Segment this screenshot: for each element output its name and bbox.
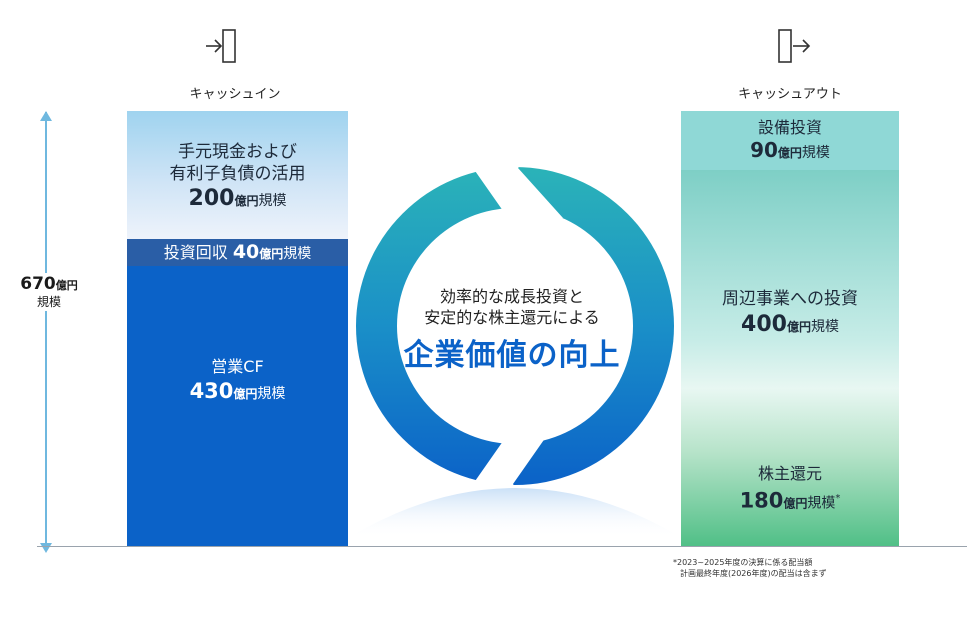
cycle-notch-top [473, 118, 563, 218]
total-value: 670 [20, 274, 56, 294]
cash-out-middle-scale: 規模 [810, 319, 839, 335]
cash-in-bottom-label: 営業CF [211, 357, 264, 376]
cash-in-bottom-value: 430 [189, 379, 234, 403]
cash-out-heading: キャッシュアウト [738, 87, 842, 102]
cash-in-bottom-segment: 営業CF 430億円規模 [127, 266, 348, 547]
exit-icon [775, 26, 815, 66]
cash-out-top-segment: 設備投資 90億円規模 [681, 111, 899, 170]
cash-in-middle-unit: 億円 [259, 247, 284, 261]
cash-in-middle-value: 40 [232, 241, 260, 263]
center-headline: 企業価値の向上 [403, 338, 621, 373]
cash-out-middle-block: 周辺事業への投資 400億円規模 [681, 288, 899, 342]
center-line2: 安定的な株主還元による [424, 308, 600, 327]
total-label: 670億円 規模 [4, 273, 94, 311]
cash-out-bottom-unit: 億円 [783, 496, 808, 511]
cash-out-bottom-value: 180 [739, 488, 784, 513]
total-scale: 規模 [36, 295, 61, 309]
cash-out-top-value: 90 [750, 138, 778, 162]
cash-in-top-segment: 手元現金および 有利子負債の活用 200億円規模 [127, 111, 348, 239]
axis-arrow-bottom [40, 538, 52, 557]
cash-out-middle-value: 400 [741, 312, 787, 337]
footnote-line2: 計画最終年度(2026年度)の配当は含まず [680, 569, 827, 578]
center-line1: 効率的な成長投資と [439, 287, 584, 306]
cash-in-column: 手元現金および 有利子負債の活用 200億円規模 投資回収 40億円規模 営業C… [127, 111, 348, 547]
center-message: 効率的な成長投資と 安定的な株主還元による 企業価値の向上 [377, 286, 647, 374]
cash-out-bottom-mark: * [835, 493, 841, 504]
cycle-reflection [348, 488, 682, 538]
cash-out-top-scale: 規模 [801, 145, 830, 161]
cash-in-top-value: 200 [188, 186, 235, 211]
cash-out-bottom-scale: 規模 [807, 495, 836, 512]
total-unit: 億円 [55, 279, 78, 292]
axis-arrow-top [40, 106, 52, 125]
cash-out-middle-label: 周辺事業への投資 [722, 289, 858, 309]
cash-out-top-unit: 億円 [777, 146, 802, 160]
total-axis-line [45, 112, 47, 544]
cash-in-top-line2: 有利子負債の活用 [169, 164, 306, 184]
cash-in-middle-segment: 投資回収 40億円規模 [127, 239, 348, 266]
cash-in-heading: キャッシュイン [189, 87, 281, 102]
cash-in-top-unit: 億円 [234, 194, 259, 208]
cash-in-middle-scale: 規模 [283, 246, 312, 262]
cash-in-top-scale: 規模 [258, 193, 287, 209]
footnote: *2023~2025年度の決算に係る配当額 計画最終年度(2026年度)の配当は… [673, 557, 827, 579]
enter-icon [203, 26, 239, 66]
cash-in-bottom-unit: 億円 [233, 387, 258, 401]
footnote-line1: *2023~2025年度の決算に係る配当額 [673, 558, 813, 567]
cash-in-top-line1: 手元現金および [178, 142, 297, 162]
cash-out-bottom-label: 株主還元 [757, 464, 822, 483]
cash-out-bottom-block: 株主還元 180億円規模* [681, 463, 899, 517]
cash-out-middle-unit: 億円 [786, 320, 811, 334]
cash-out-top-label: 設備投資 [757, 118, 822, 137]
cash-in-bottom-scale: 規模 [257, 386, 286, 402]
cash-in-middle-label: 投資回収 [163, 243, 228, 262]
value-cycle-graphic [348, 118, 682, 542]
baseline [37, 546, 967, 547]
cash-out-column: 設備投資 90億円規模 周辺事業への投資 400億円規模 株主還元 180億円規… [681, 111, 899, 547]
cycle-inner [397, 208, 633, 444]
cash-out-lower-area: 周辺事業への投資 400億円規模 株主還元 180億円規模* [681, 170, 899, 547]
